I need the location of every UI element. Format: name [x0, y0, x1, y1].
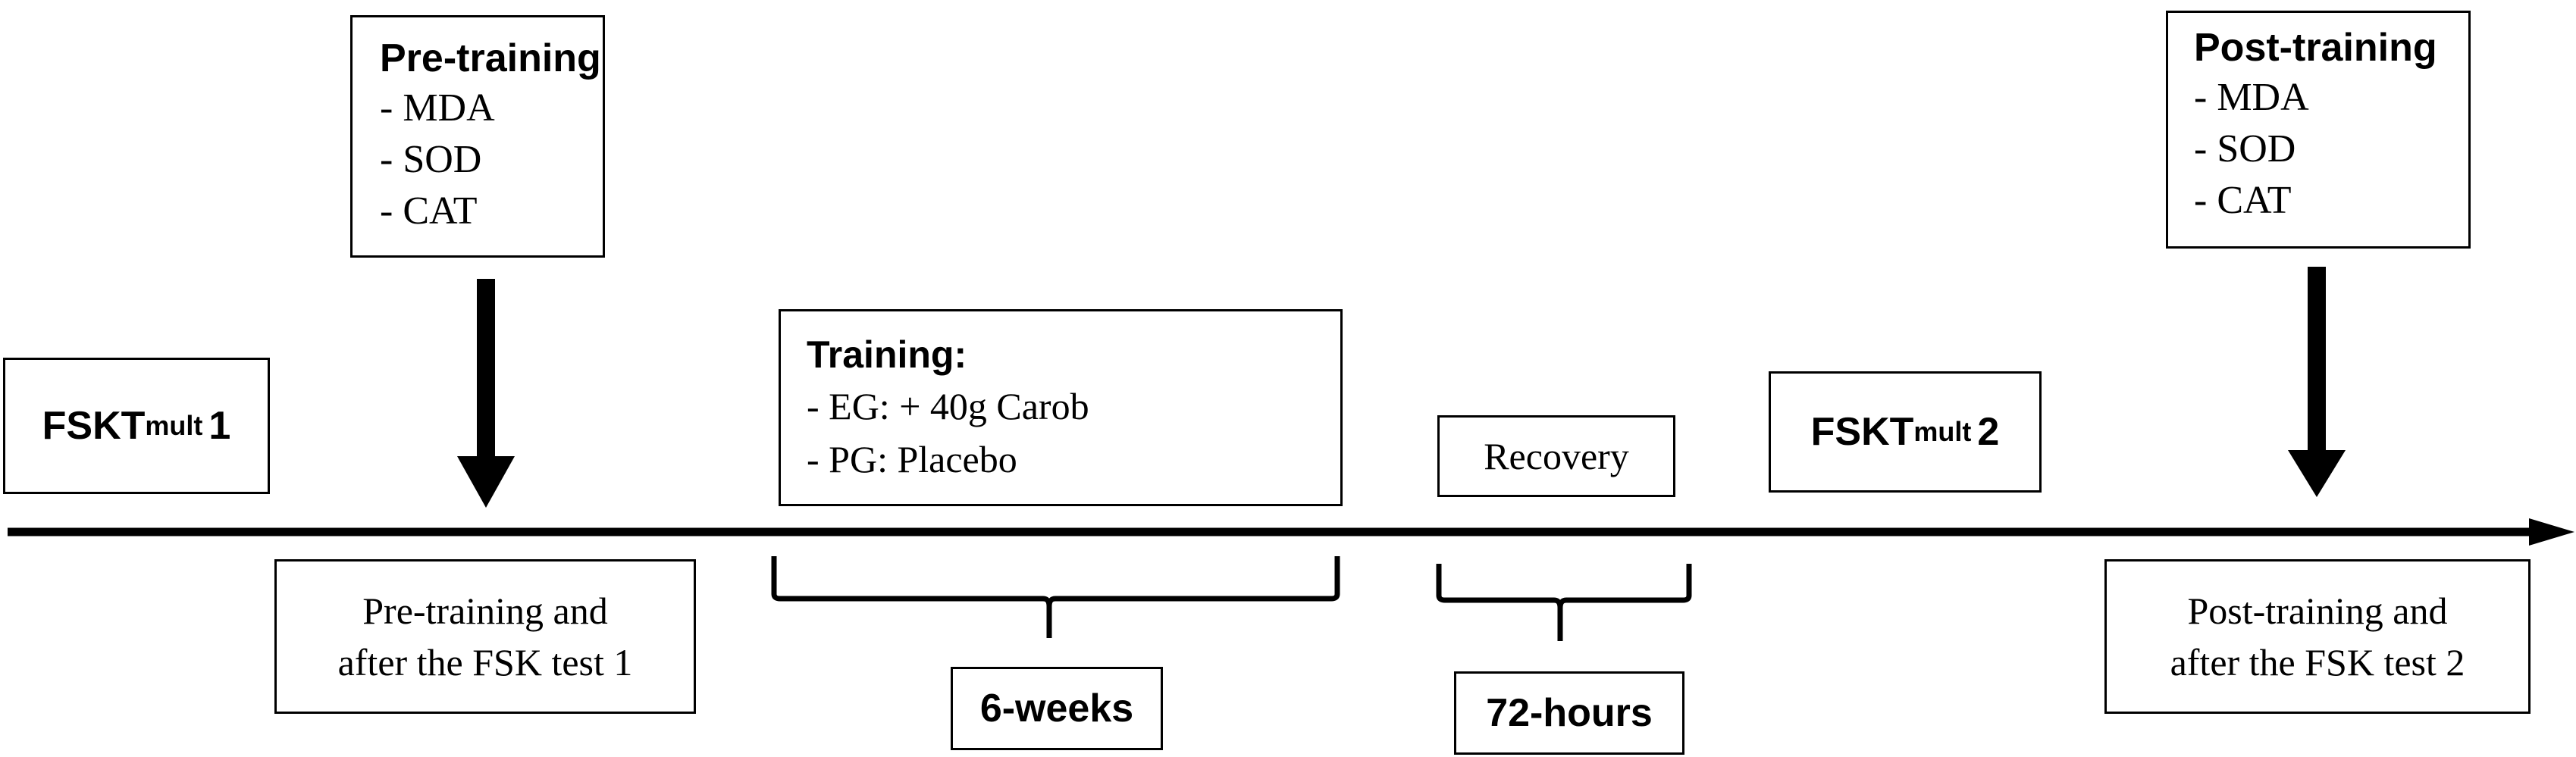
six-weeks-label: 6-weeks	[979, 687, 1134, 730]
fskt-2-main: FSKT	[1810, 410, 1914, 454]
post-training-item-sod: - SOD	[2194, 127, 2296, 170]
post-training-box: Post-training - MDA - SOD - CAT	[2166, 11, 2471, 249]
pre-training-box: Pre-training - MDA - SOD - CAT	[350, 15, 605, 258]
training-box: Training: - EG: + 40g Carob - PG: Placeb…	[779, 309, 1343, 506]
recovery-label: Recovery	[1484, 435, 1629, 477]
post-arrow-head	[2288, 450, 2346, 497]
post-training-item-mda: - MDA	[2194, 76, 2309, 119]
fskt-2-num: 2	[1977, 410, 2000, 454]
fskt-1-num: 1	[208, 404, 231, 448]
pre-arrow-head	[457, 456, 515, 508]
pre-note-line-1: Pre-training and	[362, 590, 608, 632]
hours-brace	[1436, 564, 1692, 641]
weeks-brace	[771, 556, 1340, 638]
pre-note-line-2: after the FSK test 1	[337, 641, 633, 683]
pre-training-note-box: Pre-training and after the FSK test 1	[274, 559, 696, 714]
pre-training-item-cat: - CAT	[380, 189, 478, 233]
post-note-line-2: after the FSK test 2	[2170, 641, 2465, 683]
seventy-two-hours-box: 72-hours	[1454, 671, 1684, 755]
pre-arrow-shaft	[477, 279, 495, 459]
post-training-title: Post-training	[2194, 26, 2437, 70]
post-training-note-box: Post-training and after the FSK test 2	[2104, 559, 2531, 714]
pre-training-title: Pre-training	[380, 36, 601, 80]
fskt-2-sub: mult	[1913, 416, 1972, 447]
pre-training-item-mda: - MDA	[380, 86, 495, 130]
post-arrow-shaft	[2308, 267, 2326, 452]
fskt-1-main: FSKT	[42, 404, 146, 448]
training-title: Training:	[807, 333, 967, 376]
recovery-box: Recovery	[1437, 415, 1675, 497]
pre-training-item-sod: - SOD	[380, 138, 482, 181]
training-item-pg: - PG: Placebo	[807, 438, 1017, 480]
seventy-two-hours-label: 72-hours	[1486, 691, 1653, 735]
post-note-line-1: Post-training and	[2187, 590, 2448, 632]
fskt-1-sub: mult	[145, 410, 203, 441]
timeline-arrowhead	[2529, 518, 2574, 546]
post-training-item-cat: - CAT	[2194, 179, 2292, 222]
training-item-eg: - EG: + 40g Carob	[807, 385, 1089, 427]
six-weeks-box: 6-weeks	[951, 667, 1163, 750]
